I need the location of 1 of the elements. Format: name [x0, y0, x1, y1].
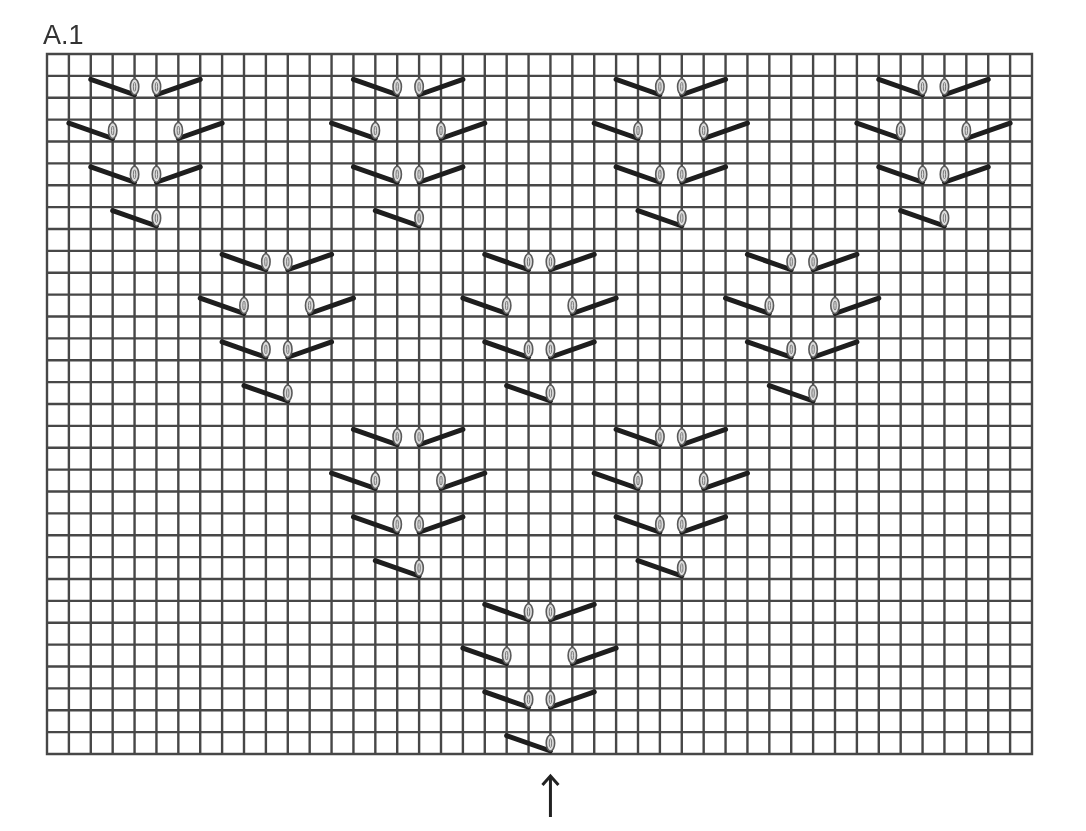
- chart-title: A.1: [43, 20, 84, 50]
